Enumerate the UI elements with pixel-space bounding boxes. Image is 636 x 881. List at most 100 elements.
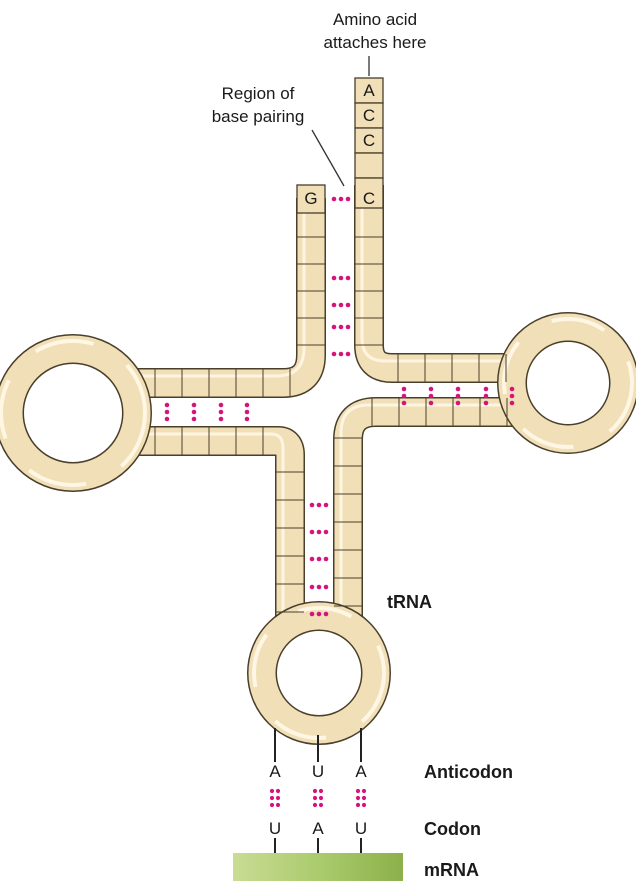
acceptor-base-1: A — [363, 81, 375, 100]
acceptor-3prime-strand-fill — [369, 185, 520, 368]
amino-label-line2: attaches here — [323, 33, 426, 52]
acceptor-pair-dots — [339, 303, 344, 308]
codon-pair-dots — [362, 803, 366, 807]
codon-pair-dots — [313, 789, 317, 793]
anticodon-arm-pair-dots — [324, 612, 329, 617]
codon-pair-dots — [356, 796, 360, 800]
anticodon-arm-pair-dots — [317, 503, 322, 508]
codon-pair-dots — [276, 803, 280, 807]
acceptor-pair-dots — [346, 197, 351, 202]
codon-pair-dots — [270, 796, 274, 800]
t-arm-pair-dots — [456, 387, 461, 392]
acceptor-pair-dots — [332, 352, 337, 357]
anticodon-arm-pair-dots — [317, 557, 322, 562]
d-arm-upper-strand-outline — [134, 198, 311, 383]
t-arm-pair-dots — [456, 394, 461, 399]
anticodon-base-3: A — [355, 762, 367, 781]
t-arm-lower-strand-fill — [348, 412, 520, 620]
t-arm-lower-strand-outline — [348, 412, 520, 620]
t-arm-pair-dots — [510, 401, 515, 406]
acceptor-base-4: C — [363, 189, 375, 208]
anticodon-base-2: U — [312, 762, 324, 781]
codon-base-1: U — [269, 819, 281, 838]
t-arm-pair-dots — [456, 401, 461, 406]
acceptor-3prime-strand-highlight — [362, 178, 513, 361]
acceptor-pair-dots — [346, 276, 351, 281]
acceptor-pair-dots — [339, 325, 344, 330]
t-arm-lower-strand — [341, 405, 520, 620]
d-arm-pair-dots — [192, 403, 197, 408]
d-arm-pair-dots — [192, 410, 197, 415]
acceptor-base-2: C — [363, 106, 375, 125]
codon-pair-dots — [356, 789, 360, 793]
anticodon-loop — [254, 608, 384, 738]
amino-label-line1: Amino acid — [333, 10, 417, 29]
d-arm-pair-dots — [165, 417, 170, 422]
anticodon-arm-pair-dots — [324, 503, 329, 508]
acceptor-pair-dots — [332, 276, 337, 281]
t-arm-pair-dots — [484, 394, 489, 399]
anticodon-arm-pair-dots — [324, 557, 329, 562]
acceptor-3prime-strand — [362, 178, 520, 368]
d-arm-pair-dots — [192, 417, 197, 422]
t-arm-pair-dots — [484, 401, 489, 406]
anticodon-arm-pair-dots — [317, 530, 322, 535]
acceptor-pair-dots — [339, 352, 344, 357]
d-arm-pair-dots — [245, 403, 250, 408]
t-arm-loop — [504, 319, 632, 447]
t-arm-lower-strand-highlight — [341, 405, 513, 613]
codon-pair-dots — [270, 803, 274, 807]
d-arm-upper-strand-highlight — [127, 191, 304, 376]
anticodon-arm-pair-dots — [310, 503, 315, 508]
acceptor-pair-dots — [332, 197, 337, 202]
anticodon-arm-pair-dots — [317, 612, 322, 617]
d-arm-pair-dots — [245, 410, 250, 415]
anticodon-arm-pair-dots — [310, 585, 315, 590]
d-arm-pair-dots — [219, 403, 224, 408]
region-label-line2: base pairing — [212, 107, 305, 126]
anticodon-base-1: A — [269, 762, 281, 781]
codon-pair-dots — [362, 796, 366, 800]
codon-pair-dots — [276, 796, 280, 800]
d-arm-pair-dots — [165, 410, 170, 415]
mrna-strand — [233, 853, 403, 881]
t-arm-pair-dots — [510, 387, 515, 392]
d-arm-pair-dots — [165, 403, 170, 408]
trna-strand — [127, 178, 520, 620]
t-arm-pair-dots — [429, 394, 434, 399]
codon-pair-dots — [362, 789, 366, 793]
codon-pair-dots — [276, 789, 280, 793]
acceptor-3prime-strand-outline — [369, 185, 520, 368]
anticodon-arm-pair-dots — [310, 612, 315, 617]
trna-label: tRNA — [387, 592, 432, 612]
anticodon-arm-pair-dots — [310, 530, 315, 535]
t-arm-pair-dots — [429, 401, 434, 406]
acceptor-pair-dots — [346, 303, 351, 308]
d-arm-lower-strand-outline — [134, 441, 290, 620]
t-arm-pair-dots — [429, 387, 434, 392]
codon-base-2: A — [312, 819, 324, 838]
codon-pair-dots — [319, 789, 323, 793]
d-arm-pair-dots — [245, 417, 250, 422]
d-arm-lower-strand-fill — [134, 441, 290, 620]
t-arm-pair-dots — [402, 401, 407, 406]
d-arm-loop — [1, 341, 145, 485]
codon-pair-dots — [319, 796, 323, 800]
codon-pair-dots — [319, 803, 323, 807]
anticodon-arm-pair-dots — [324, 585, 329, 590]
d-arm-lower-strand-highlight — [127, 434, 283, 613]
d-arm-pair-dots — [219, 417, 224, 422]
t-arm-pair-dots — [510, 394, 515, 399]
codon-pair-dots — [270, 789, 274, 793]
d-arm-lower-strand — [127, 434, 290, 620]
acceptor-box-4 — [355, 153, 383, 178]
d-arm-upper-strand-fill — [134, 198, 311, 383]
acceptor-pair-dots — [332, 325, 337, 330]
codon-pair-dots — [356, 803, 360, 807]
acceptor-base-3: C — [363, 131, 375, 150]
t-arm-pair-dots — [402, 387, 407, 392]
acceptor-pair-dots — [346, 325, 351, 330]
acceptor-pair-dots — [339, 276, 344, 281]
